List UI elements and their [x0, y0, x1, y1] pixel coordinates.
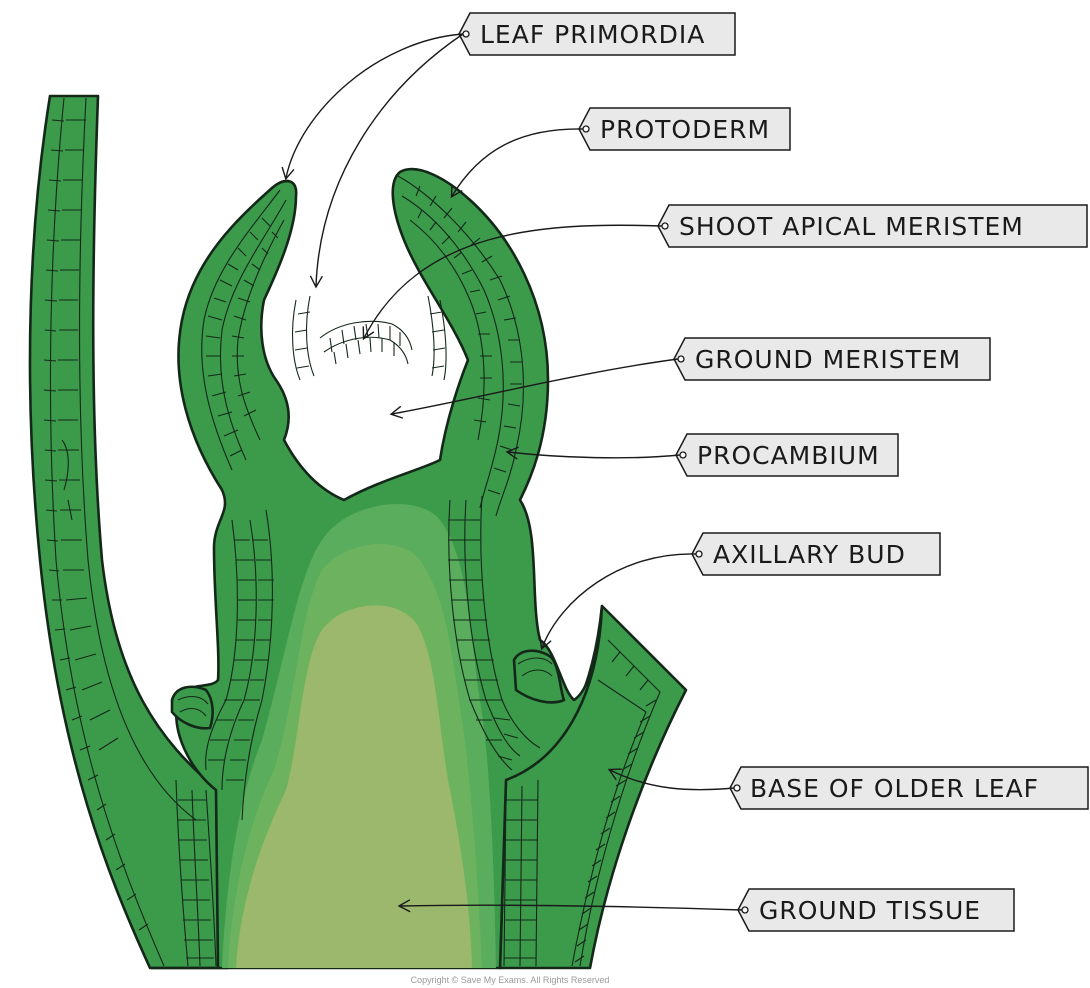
- arrow-protoderm: [452, 129, 583, 196]
- label-ground-meristem: GROUND MERISTEM: [674, 338, 990, 380]
- label-shoot-apical-meristem: SHOOT APICAL MERISTEM: [658, 205, 1087, 247]
- svg-text:PROCAMBIUM: PROCAMBIUM: [697, 441, 880, 470]
- svg-text:GROUND MERISTEM: GROUND MERISTEM: [695, 345, 961, 374]
- arrow-leaf-primordia-1: [286, 34, 463, 178]
- svg-text:GROUND TISSUE: GROUND TISSUE: [759, 896, 981, 925]
- label-protoderm: PROTODERM: [579, 108, 790, 150]
- svg-text:SHOOT APICAL MERISTEM: SHOOT APICAL MERISTEM: [679, 212, 1024, 241]
- svg-text:PROTODERM: PROTODERM: [600, 115, 770, 144]
- svg-text:LEAF PRIMORDIA: LEAF PRIMORDIA: [480, 20, 705, 49]
- svg-text:BASE OF OLDER LEAF: BASE OF OLDER LEAF: [750, 774, 1039, 803]
- copyright-text: Copyright © Save My Exams. All Rights Re…: [411, 975, 610, 985]
- left-older-leaf: [30, 96, 228, 968]
- label-leaf-primordia: LEAF PRIMORDIA: [459, 13, 735, 55]
- apical-region: [293, 296, 447, 380]
- label-ground-tissue: GROUND TISSUE: [738, 889, 1014, 931]
- svg-text:AXILLARY BUD: AXILLARY BUD: [713, 540, 906, 569]
- label-procambium: PROCAMBIUM: [676, 434, 898, 476]
- label-axillary-bud: AXILLARY BUD: [692, 533, 940, 575]
- label-base-of-older-leaf: BASE OF OLDER LEAF: [730, 767, 1088, 809]
